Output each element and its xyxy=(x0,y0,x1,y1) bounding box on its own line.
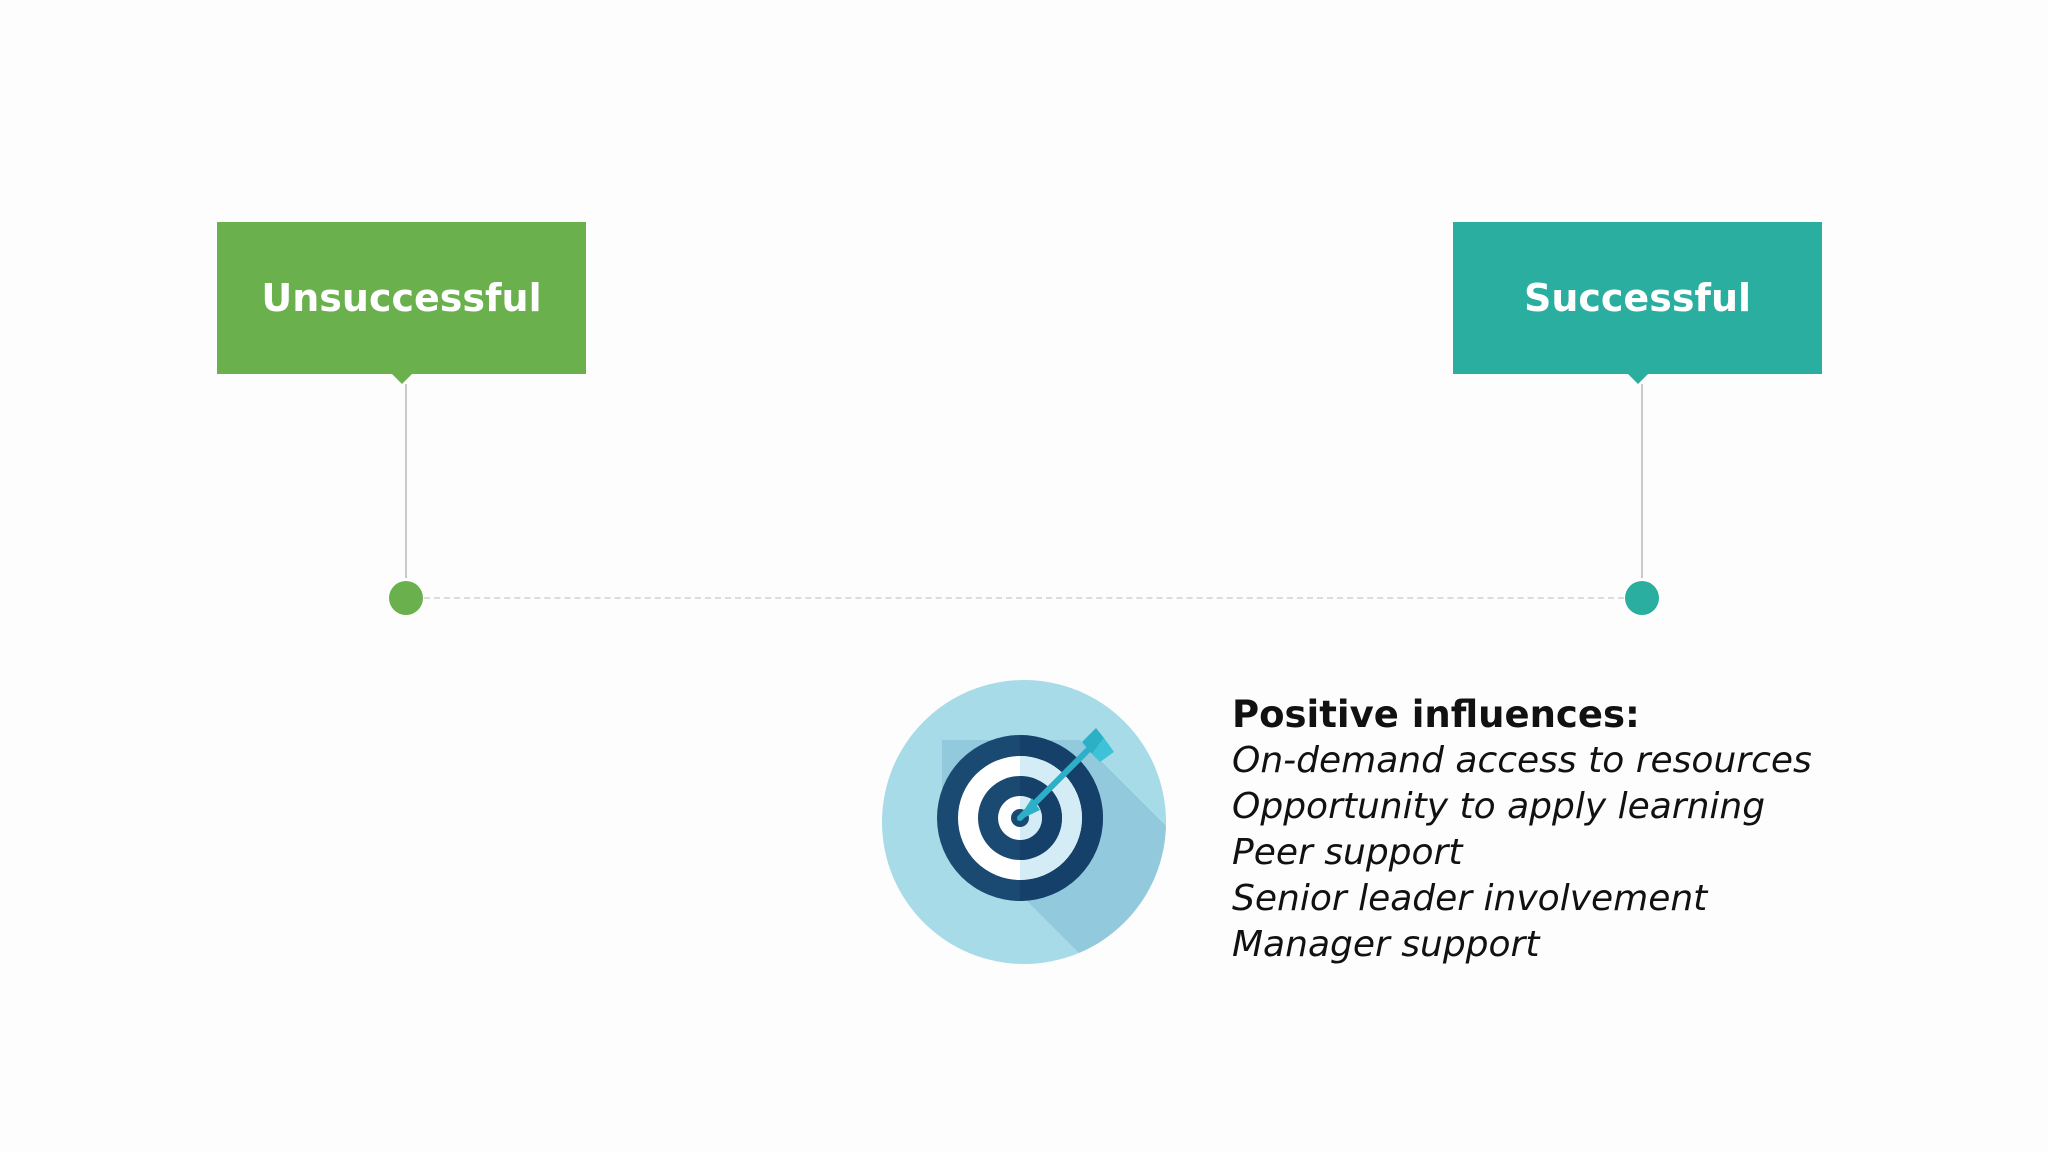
influence-item: On-demand access to resources xyxy=(1232,740,1812,781)
unsuccessful-label-box: Unsuccessful xyxy=(217,222,586,384)
timeline-start-dot xyxy=(389,581,423,615)
successful-label: Successful xyxy=(1523,276,1752,320)
unsuccessful-label: Unsuccessful xyxy=(261,276,542,320)
timeline-end-dot xyxy=(1625,581,1659,615)
timeline-line xyxy=(424,597,1624,599)
influence-item: Manager support xyxy=(1232,924,1540,965)
influences-heading: Positive influences: xyxy=(1232,693,1640,736)
right-connector-line xyxy=(1641,384,1643,578)
successful-label-box: Successful xyxy=(1453,222,1822,384)
influences-list: On-demand access to resources Opportunit… xyxy=(1232,738,1812,968)
target-with-arrow-icon xyxy=(882,680,1166,964)
influence-item: Peer support xyxy=(1232,832,1463,873)
influence-item: Opportunity to apply learning xyxy=(1232,786,1766,827)
influence-item: Senior leader involvement xyxy=(1232,878,1708,919)
positive-influences-panel: Positive influences: On-demand access to… xyxy=(1232,692,1812,968)
left-connector-line xyxy=(405,384,407,578)
